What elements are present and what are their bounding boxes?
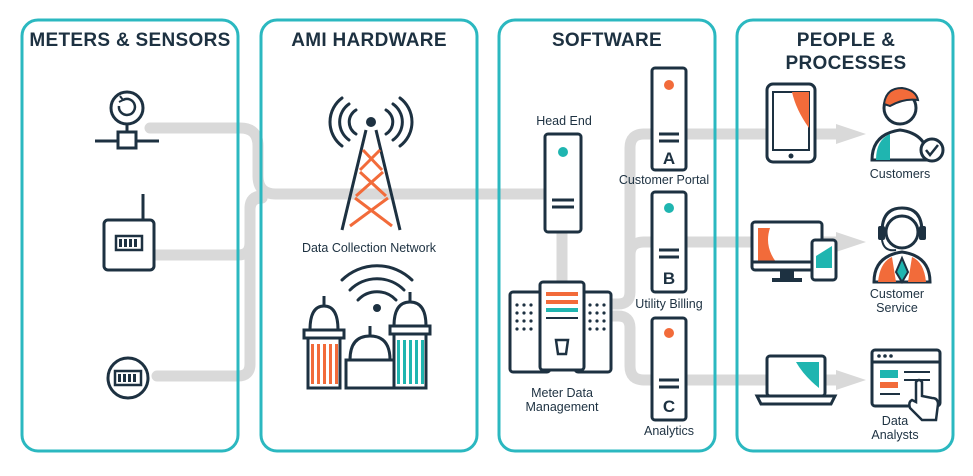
flow-arrowheads [836,124,866,390]
data-flow-lines [144,122,846,386]
flow-customer-service [624,236,846,261]
panel-meters-border [20,18,240,453]
radio-tower-icon [328,96,414,231]
arrow-customer-service [836,232,866,252]
panel-people-border [735,18,955,453]
panel-title-people: PEOPLE & PROCESSES [785,30,907,74]
support-agent-icon [872,206,932,284]
smart-city-icon [302,264,432,390]
flow-data-analysts [594,310,846,386]
panel-title-ami: AMI HARDWARE [291,30,447,51]
water-meter-icon [95,90,159,150]
laptop-icon [754,354,838,406]
label-mdm-line2: Management [525,400,599,414]
label-utility-billing: Utility Billing [635,297,703,311]
server-letter-billing: B [663,269,675,288]
sensor-device-icon [102,194,156,272]
analytics-server-icon [650,316,688,422]
utility-billing-server-icon [650,190,688,294]
head-end-server-icon [543,132,583,234]
panel-borders [20,18,955,453]
server-letter-portal: A [663,149,675,168]
label-customer-service-line2: Service [876,301,918,315]
analytics-dashboard-icon [870,348,942,422]
label-customers: Customers [869,167,931,181]
customer-person-icon [870,86,945,163]
label-customer-portal: Customer Portal [618,173,710,187]
server-letter-analytics: C [663,397,675,416]
mdm-server-cluster-icon [508,280,613,374]
tablet-icon [765,82,817,164]
label-customer-service-line1: Customer [869,287,925,301]
flow-water-meter [144,122,551,200]
flow-electric-meter [151,192,268,382]
panel-software-border [497,18,717,453]
customer-portal-server-icon [650,66,688,172]
panel-ami-border [259,18,479,453]
desktop-monitor-icon [750,220,838,282]
flow-customers [594,128,846,310]
label-data-collection-network: Data Collection Network [301,241,437,255]
arrow-customers [836,124,866,144]
label-data-analysts-line1: Data [881,414,909,428]
label-analytics: Analytics [643,424,695,438]
label-mdm-line1: Meter Data [531,386,593,400]
label-data-analysts-line2: Analysts [871,428,919,442]
electric-meter-icon [106,356,150,400]
panel-title-meters: METERS & SENSORS [29,30,231,51]
panel-title-software: SOFTWARE [551,30,663,51]
label-head-end: Head End [536,114,592,128]
arrow-data-analysts [836,370,866,390]
